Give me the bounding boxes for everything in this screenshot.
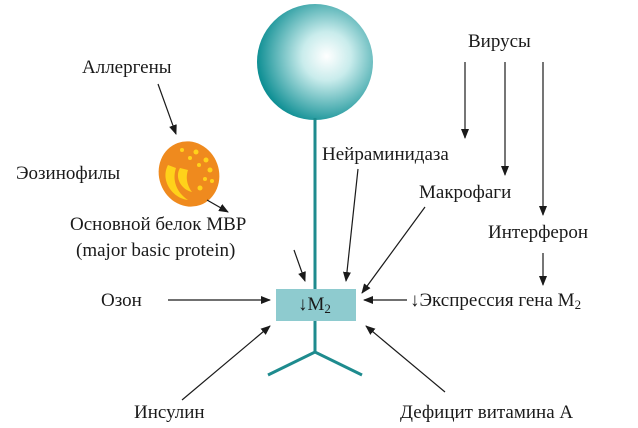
label-gene-expression: ↓Экспрессия гена M2 [410,290,581,316]
label-neuraminidase: Нейраминидаза [322,144,449,166]
arrow-eosinophils-to-mbp [207,200,228,212]
label-receptor: ↓M2 [298,294,331,320]
nerve-cell-body [257,4,373,120]
arrow-neuraminidase-to-receptor [346,169,358,281]
label-allergens: Аллергены [82,57,172,79]
arrow-allergens-to-eosinophils [158,84,176,134]
receptor-subscript: 2 [324,301,331,316]
label-interferon: Интерферон [488,222,588,244]
label-insulin: Инсулин [134,402,205,424]
arrow-vitamin-to-receptor [366,326,445,392]
label-mbp-line1: Основной белок MBP [70,214,246,236]
label-mbp-line2: (major basic protein) [76,240,235,262]
arrow-macrophages-to-receptor [362,207,425,293]
label-viruses: Вирусы [468,31,531,53]
expression-text: ↓Экспрессия гена M [410,290,575,311]
nerve-terminal [268,352,362,375]
label-eosinophils: Эозинофилы [16,163,120,185]
expression-subscript: 2 [575,297,582,312]
label-macrophages: Макрофаги [419,182,511,204]
label-vitamin-a: Дефицит витамина А [400,402,573,424]
arrow-mbp-to-receptor [294,250,305,281]
eosinophil-icon [150,133,229,216]
label-ozone: Озон [101,290,142,312]
arrow-insulin-to-receptor [182,326,270,400]
receptor-text: ↓M [298,294,324,315]
